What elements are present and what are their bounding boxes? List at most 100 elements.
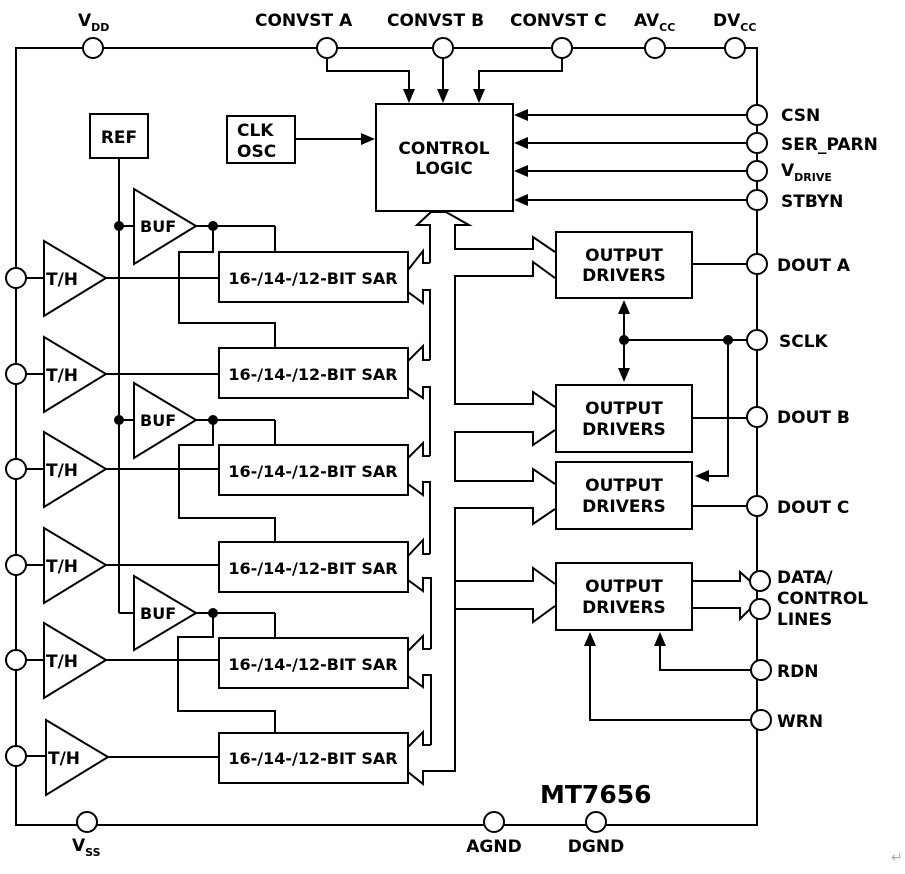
output-drivers-c-label-2: DRIVERS [582, 497, 666, 517]
sclk-wiring [618, 300, 747, 482]
th-label-4: T/H [46, 557, 78, 577]
reference-block: REF [89, 113, 149, 614]
pin-analog-in-6[interactable] [5, 745, 27, 767]
arrow-convst-b [437, 89, 449, 103]
output-drivers-d: OUTPUT DRIVERS [555, 562, 751, 721]
pin-label-rdn: RDN [777, 662, 818, 682]
pin-label-convst-a: CONVST A [255, 11, 353, 31]
pin-analog-in-1[interactable] [5, 267, 27, 289]
pin-label-ser-parn: SER_PARN [781, 135, 878, 155]
right-pins: CSN SER_PARN VDRIVE STBYN DOUT A SCLK DO… [514, 104, 878, 732]
pin-dout-c[interactable] [746, 495, 768, 517]
pin-label-dout-b: DOUT B [777, 408, 850, 428]
pin-label-dgnd: DGND [568, 837, 624, 857]
arrow-convst-a [403, 89, 415, 103]
th-label-5: T/H [46, 652, 78, 672]
pin-analog-in-2[interactable] [5, 363, 27, 385]
arrow-sclk-c [695, 470, 709, 482]
channel-4: T/H 16-/14-/12-BIT SAR [5, 526, 409, 605]
arrow-vdrive [514, 165, 528, 177]
pin-convst-c[interactable] [551, 37, 573, 59]
pin-dout-b[interactable] [746, 406, 768, 428]
bottom-pins: VSS AGND DGND [72, 811, 624, 859]
pin-label-agnd: AGND [466, 837, 521, 857]
clk-osc-label-1: CLK [237, 121, 274, 141]
sar-label-6: 16-/14-/12-BIT SAR [228, 749, 397, 768]
data-control-label-2: CONTROL [777, 589, 868, 609]
pin-agnd[interactable] [483, 811, 505, 833]
data-control-label-1: DATA/ [777, 568, 833, 588]
data-control-label-3: LINES [777, 610, 832, 630]
pin-csn[interactable] [746, 104, 768, 126]
output-drivers-a-label-1: OUTPUT [585, 246, 663, 266]
pin-vdrive[interactable] [746, 160, 768, 182]
channel-1: T/H 16-/14-/12-BIT SAR [5, 239, 409, 318]
output-drivers-b: OUTPUT DRIVERS [555, 384, 747, 453]
pin-label-wrn: WRN [777, 712, 823, 732]
buf-label-3: BUF [140, 604, 176, 623]
pin-convst-b[interactable] [432, 37, 454, 59]
pin-dgnd[interactable] [585, 811, 607, 833]
sar-bus [407, 211, 556, 787]
driver-bus [454, 260, 556, 609]
sar-label-3: 16-/14-/12-BIT SAR [228, 462, 397, 481]
buffer-1: BUF [114, 187, 276, 348]
arrow-rdn [654, 632, 666, 646]
output-drivers-b-label-1: OUTPUT [585, 399, 663, 419]
pin-vss[interactable] [76, 811, 98, 833]
pin-ser-parn[interactable] [746, 132, 768, 154]
th-label-2: T/H [46, 366, 78, 386]
arrow-clk [361, 133, 375, 145]
return-mark: ↵ [891, 850, 903, 866]
channel-3: T/H 16-/14-/12-BIT SAR [5, 430, 409, 509]
part-number: MT7656 [540, 780, 652, 809]
control-logic-label-2: LOGIC [415, 159, 472, 179]
th-label-3: T/H [46, 461, 78, 481]
pin-label-vdrive: VDRIVE [781, 161, 832, 184]
output-drivers-b-label-2: DRIVERS [582, 420, 666, 440]
arrow-sclk-down [618, 368, 630, 382]
pin-label-convst-c: CONVST C [510, 11, 607, 31]
pin-analog-in-3[interactable] [5, 458, 27, 480]
pin-analog-in-4[interactable] [5, 554, 27, 576]
pin-label-sclk: SCLK [779, 332, 829, 352]
pin-label-vdd: VDD [78, 11, 109, 34]
clk-osc-block: CLK OSC [226, 115, 375, 164]
pin-dvcc[interactable] [724, 37, 746, 59]
pin-rdn[interactable] [750, 659, 772, 681]
pin-convst-a[interactable] [316, 37, 338, 59]
output-drivers-a-label-2: DRIVERS [582, 266, 666, 286]
arrow-stbyn [514, 194, 528, 206]
channel-5: T/H 16-/14-/12-BIT SAR [5, 621, 409, 700]
pin-control-lines[interactable] [749, 598, 771, 620]
arrow-ser-parn [514, 137, 528, 149]
pin-avcc[interactable] [644, 37, 666, 59]
sar-label-5: 16-/14-/12-BIT SAR [228, 655, 397, 674]
control-logic-label-1: CONTROL [398, 139, 489, 159]
arrow-wrn [584, 632, 596, 646]
pin-label-avcc: AVCC [634, 11, 675, 34]
pin-label-dout-a: DOUT A [777, 256, 851, 276]
pin-label-convst-b: CONVST B [387, 11, 484, 31]
th-label-6: T/H [48, 749, 80, 769]
ref-label: REF [101, 128, 137, 148]
buf-label-1: BUF [140, 217, 176, 236]
pin-sclk[interactable] [746, 329, 768, 351]
pin-analog-in-5[interactable] [5, 649, 27, 671]
arrow-convst-c [473, 89, 485, 103]
pin-dout-a[interactable] [746, 253, 768, 275]
output-drivers-c: OUTPUT DRIVERS [555, 461, 747, 530]
sar-label-4: 16-/14-/12-BIT SAR [228, 559, 397, 578]
pin-vdd[interactable] [82, 37, 104, 59]
buf-label-2: BUF [140, 411, 176, 430]
channel-2: T/H 16-/14-/12-BIT SAR [5, 335, 409, 414]
pin-stbyn[interactable] [746, 189, 768, 211]
output-drivers-d-label-1: OUTPUT [585, 577, 663, 597]
pin-label-stbyn: STBYN [781, 192, 843, 212]
channel-6: T/H 16-/14-/12-BIT SAR [5, 718, 409, 797]
clk-osc-label-2: OSC [237, 142, 276, 162]
pin-wrn[interactable] [750, 709, 772, 731]
output-drivers-a: OUTPUT DRIVERS [555, 231, 747, 299]
pin-data-lines[interactable] [749, 570, 771, 592]
th-label-1: T/H [46, 270, 78, 290]
